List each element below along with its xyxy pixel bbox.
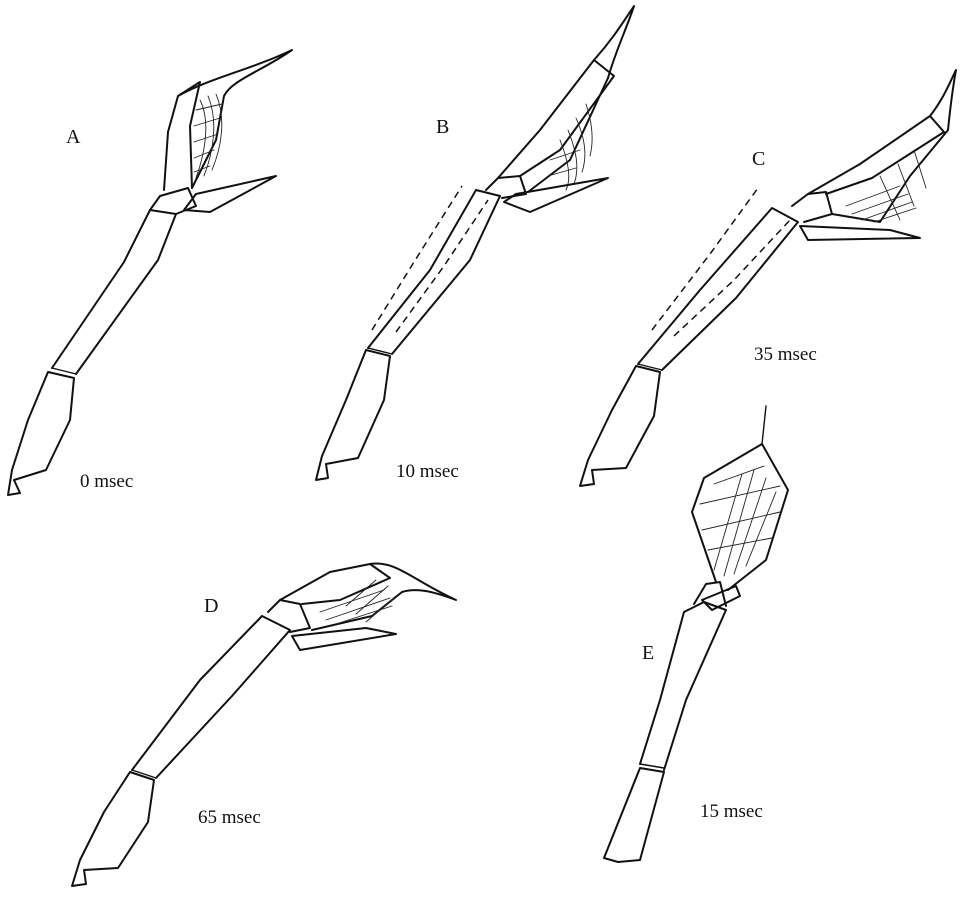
panel-e-main-segment bbox=[640, 602, 726, 770]
panel-b-upper-segment bbox=[498, 60, 614, 178]
panel-d bbox=[72, 563, 456, 886]
panel-d-time-label: 65 msec bbox=[198, 807, 261, 828]
panel-e-letter: E bbox=[642, 642, 654, 664]
panel-a-upper-segment bbox=[164, 82, 200, 190]
panel-a-spur bbox=[184, 176, 276, 212]
panel-c-dashed-outline bbox=[652, 188, 758, 330]
panel-e-lower-segment bbox=[604, 768, 664, 862]
panel-c-joint bbox=[792, 192, 832, 222]
panel-e bbox=[604, 406, 788, 862]
panel-c-letter: C bbox=[752, 148, 765, 170]
panel-e-joint bbox=[694, 582, 726, 606]
panel-d-letter: D bbox=[204, 595, 218, 617]
panel-b-main-segment bbox=[368, 190, 500, 354]
panel-a-lower-segment bbox=[8, 372, 74, 495]
panel-c bbox=[580, 70, 956, 486]
panel-e-fan-tip bbox=[762, 406, 766, 444]
panel-a bbox=[8, 50, 292, 495]
panel-b-lower-segment bbox=[316, 350, 390, 480]
panel-d-spur bbox=[292, 628, 396, 650]
panel-e-fan bbox=[692, 444, 788, 590]
panel-c-time-label: 35 msec bbox=[754, 344, 817, 365]
panel-e-time-label: 15 msec bbox=[700, 801, 763, 822]
panel-a-letter: A bbox=[66, 126, 81, 148]
panel-a-main-segment bbox=[52, 210, 176, 374]
panel-c-upper-segment bbox=[808, 116, 944, 194]
panel-d-main-segment bbox=[132, 616, 290, 778]
panel-a-time-label: 0 msec bbox=[80, 471, 133, 492]
panel-d-lower-segment bbox=[72, 772, 154, 886]
panel-b-fan bbox=[528, 6, 634, 192]
panel-b-time-label: 10 msec bbox=[396, 461, 459, 482]
panel-d-upper-segment bbox=[280, 564, 390, 604]
panel-c-lower-segment bbox=[580, 366, 660, 486]
panel-a-fan bbox=[178, 50, 292, 188]
panel-c-spur bbox=[800, 226, 920, 240]
panel-b-letter: B bbox=[436, 116, 449, 138]
panel-b bbox=[316, 6, 634, 480]
